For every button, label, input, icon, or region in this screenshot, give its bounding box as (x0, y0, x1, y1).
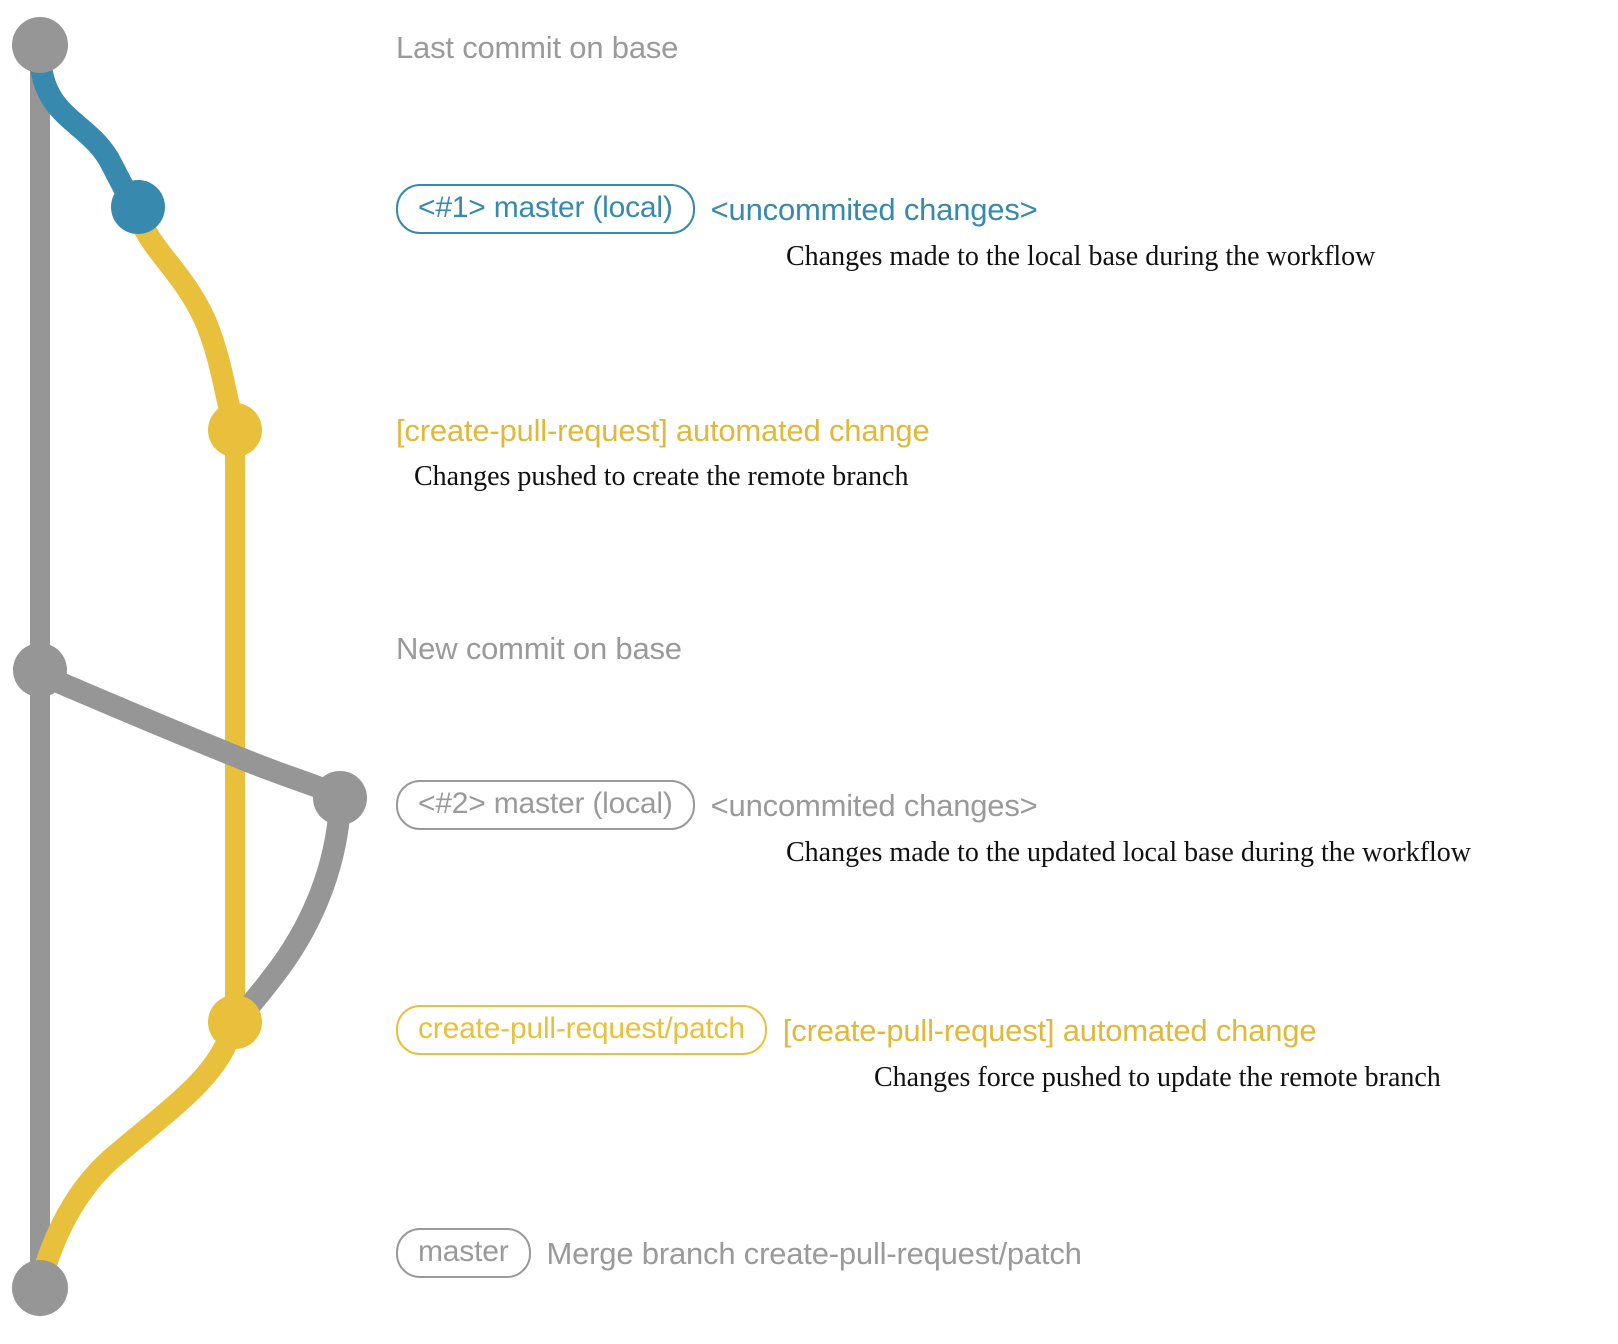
heading-last-commit-on-base: Last commit on base (396, 30, 679, 65)
badge-master[interactable]: master (396, 1228, 531, 1278)
commit-graph (12, 17, 367, 1316)
node-patch-commit-2 (208, 995, 262, 1049)
row-automated-change-1: [create-pull-request] automated change (396, 415, 930, 446)
subject-merge-commit: Merge branch create-pull-request/patch (546, 1235, 1082, 1271)
node-base-head-commit (12, 17, 68, 73)
node-local-commit-2 (313, 771, 367, 825)
row-master-local-2: <#2> master (local) <uncommited changes> (396, 780, 1038, 830)
caption-automated-change-1: Changes pushed to create the remote bran… (414, 461, 909, 492)
subject-master-local-1: <uncommited changes> (710, 191, 1038, 227)
node-patch-commit-1 (208, 403, 262, 457)
caption-master-local-1: Changes made to the local base during th… (786, 241, 1376, 272)
row-automated-change-2: create-pull-request/patch [create-pull-r… (396, 1005, 1317, 1055)
node-base-new-commit (13, 643, 67, 697)
subject-automated-change-2: [create-pull-request] automated change (782, 1012, 1317, 1048)
row-merge-commit: master Merge branch create-pull-request/… (396, 1228, 1082, 1278)
caption-automated-change-2: Changes force pushed to update the remot… (874, 1062, 1441, 1093)
node-local-commit-1 (111, 180, 165, 234)
merge-line (29, 1018, 243, 1297)
badge-master-local-1[interactable]: <#1> master (local) (396, 184, 695, 234)
subject-automated-change-1: [create-pull-request] automated change (396, 413, 930, 448)
row-last-commit-on-base: Last commit on base (396, 32, 678, 63)
heading-new-commit-on-base: New commit on base (396, 631, 682, 666)
row-master-local-1: <#1> master (local) <uncommited changes> (396, 184, 1038, 234)
node-merge-commit (12, 1260, 68, 1316)
caption-master-local-2: Changes made to the updated local base d… (786, 837, 1472, 868)
patch-branch-line-1 (127, 203, 246, 441)
row-new-commit-on-base: New commit on base (396, 633, 682, 664)
subject-master-local-2: <uncommited changes> (710, 787, 1038, 823)
badge-master-local-2[interactable]: <#2> master (local) (396, 780, 695, 830)
badge-create-pull-request-patch[interactable]: create-pull-request/patch (396, 1005, 767, 1055)
